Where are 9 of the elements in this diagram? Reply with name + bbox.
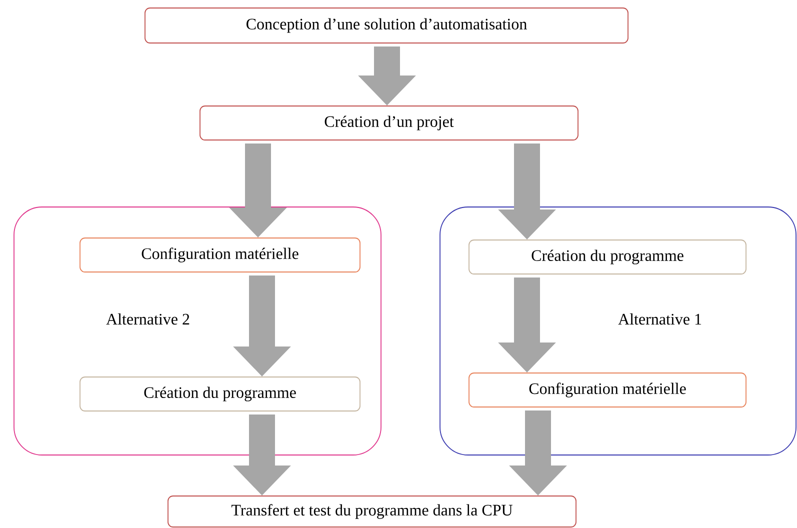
alternative-label: Alternative 1 — [618, 313, 702, 325]
process-box: Création du programme — [468, 240, 746, 274]
alternative-label: Alternative 2 — [106, 313, 190, 325]
process-box: Transfert et test du programme dans la CPU — [168, 496, 576, 528]
process-box: Configuration matérielle — [80, 238, 360, 272]
process-box: Configuration matérielle — [468, 372, 746, 408]
process-box: Création d’un projet — [200, 106, 578, 140]
process-box: Conception d’une solution d’automatisation — [144, 8, 628, 44]
process-box: Création du programme — [80, 376, 360, 412]
